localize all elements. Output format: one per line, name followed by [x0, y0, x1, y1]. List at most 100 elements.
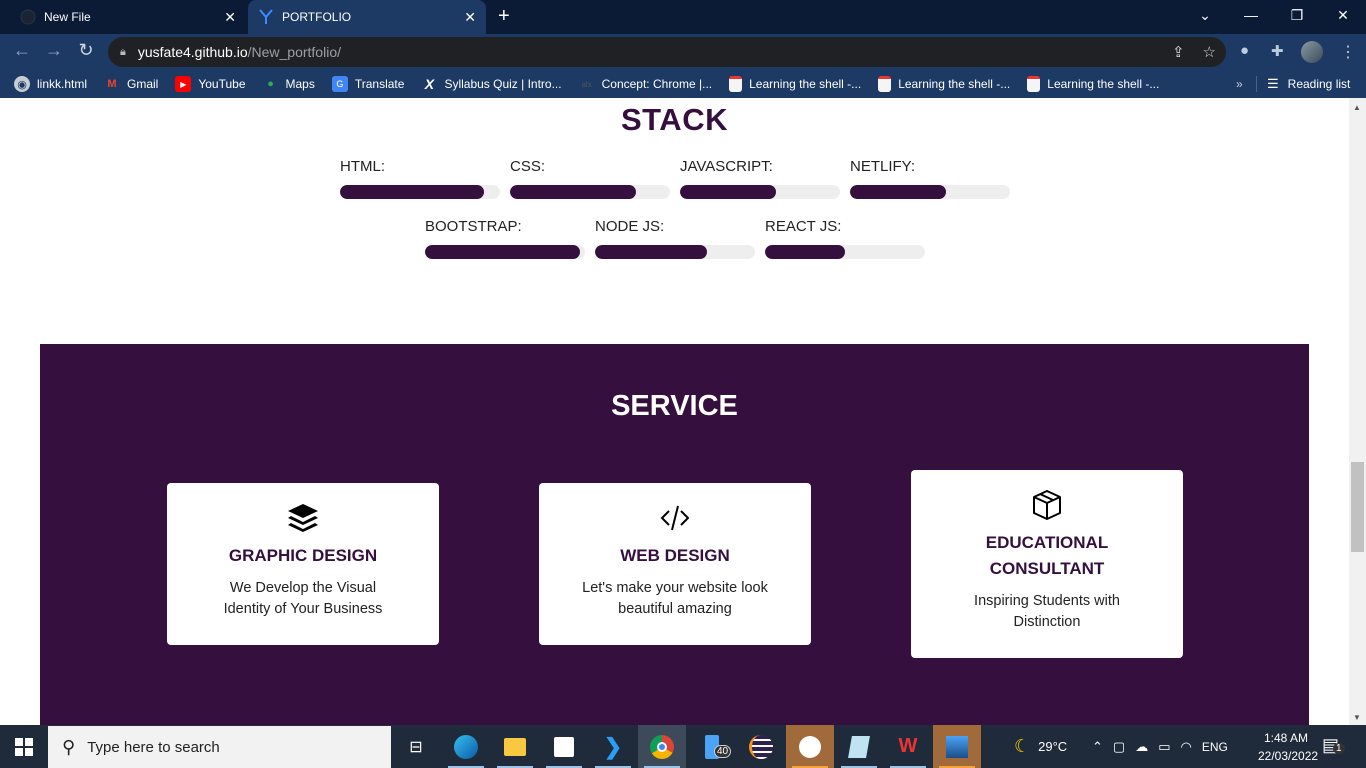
scroll-up-icon[interactable]: ▲ — [1353, 103, 1361, 112]
system-tray: ⌃ ▢ ☁ ▭ ◠ ENG — [1092, 725, 1228, 768]
scrollbar-thumb[interactable] — [1351, 462, 1364, 552]
close-tab-icon[interactable]: ✕ — [464, 9, 476, 25]
photos-icon[interactable] — [933, 725, 981, 768]
close-window-button[interactable]: ✕ — [1337, 6, 1349, 23]
skill-netlify: NETLIFY: — [850, 158, 1010, 199]
tab-title: New File — [44, 10, 91, 24]
language-indicator[interactable]: ENG — [1201, 739, 1228, 754]
minimize-button[interactable]: — — [1244, 7, 1258, 23]
skill-progress-track — [765, 245, 925, 259]
chevron-up-icon[interactable]: ⌃ — [1092, 738, 1103, 754]
eclipse-icon[interactable] — [737, 725, 785, 768]
service-section: SERVICE GRAPHIC DESIGN We Develop the Vi… — [40, 344, 1309, 725]
bookmark-learning-shell-1[interactable]: Learning the shell -... — [729, 76, 861, 92]
bookmarks-overflow-button[interactable]: » — [1236, 77, 1243, 91]
url-path: /New_portfolio/ — [247, 44, 341, 60]
share-icon[interactable]: ⇪ — [1171, 44, 1185, 61]
clock[interactable]: 1:48 AM 22/03/2022 — [1258, 729, 1318, 765]
service-card-web-design[interactable]: WEB DESIGN Let's make your website look … — [539, 483, 811, 645]
taskbar-search-input[interactable]: ⚲ Type here to search — [48, 726, 391, 768]
wps-office-icon[interactable]: W — [884, 725, 932, 768]
time: 1:48 AM — [1263, 731, 1309, 745]
bookmark-youtube[interactable]: ▶YouTube — [175, 76, 246, 92]
file-explorer-icon[interactable] — [491, 725, 539, 768]
skill-progress-fill — [680, 185, 776, 199]
reading-list-icon: ☰ — [1267, 76, 1279, 91]
bookmark-star-icon[interactable]: ☆ — [1202, 44, 1216, 61]
page-viewport: STACK HTML: CSS: JAVASCRIPT: NETLIFY: BO… — [0, 98, 1349, 725]
restore-button[interactable]: ❐ — [1290, 6, 1304, 23]
new-tab-button[interactable]: + — [498, 5, 510, 27]
bookmark-linkk[interactable]: ◉linkk.html — [14, 76, 87, 92]
edge-icon[interactable] — [442, 725, 490, 768]
chrome-icon[interactable] — [638, 725, 686, 768]
browser-toolbar: ← → ↻ 🔒︎ yusfate4.github.io/New_portfoli… — [0, 34, 1366, 70]
tab-title: PORTFOLIO — [282, 10, 352, 24]
card-title: WEB DESIGN — [620, 546, 730, 565]
lock-icon: 🔒︎ — [120, 45, 126, 58]
bookmark-maps[interactable]: ●Maps — [263, 76, 315, 92]
menu-icon[interactable]: ⋮ — [1340, 44, 1356, 61]
globe-icon: ◉ — [14, 76, 30, 92]
skill-bootstrap: BOOTSTRAP: — [425, 218, 585, 259]
skill-css: CSS: — [510, 158, 670, 199]
skill-label: HTML: — [340, 158, 385, 175]
battery-icon[interactable]: ▭ — [1158, 738, 1171, 754]
wifi-icon[interactable]: ◠ — [1180, 738, 1192, 754]
task-view-icon[interactable]: ⊟ — [409, 738, 423, 756]
layers-icon — [286, 501, 320, 535]
skill-progress-track — [510, 185, 670, 199]
close-tab-icon[interactable]: ✕ — [224, 9, 236, 25]
page-scrollbar[interactable]: ▲ ▼ — [1349, 98, 1366, 725]
notification-center-icon[interactable]: ▤1 — [1322, 735, 1345, 756]
microsoft-store-icon[interactable] — [540, 725, 588, 768]
skill-progress-fill — [340, 185, 484, 199]
back-icon[interactable]: ← — [13, 40, 31, 60]
card-title: EDUCATIONAL CONSULTANT — [985, 533, 1109, 578]
skill-progress-track — [850, 185, 1010, 199]
address-bar[interactable]: 🔒︎ yusfate4.github.io/New_portfolio/ ⇪ ☆ — [108, 37, 1226, 67]
gmail-icon: M — [107, 78, 117, 90]
weather-widget[interactable]: ☾ 29°C — [1014, 736, 1068, 756]
card-description: Let's make your website look beautiful a… — [582, 580, 768, 617]
skill-label: NETLIFY: — [850, 158, 916, 175]
box-icon — [1030, 488, 1064, 522]
extension-icon[interactable]: ● — [1240, 42, 1250, 59]
start-button[interactable] — [0, 725, 48, 768]
tab-new-file[interactable]: New File ✕ — [8, 0, 246, 34]
phone-link-icon[interactable]: 40 — [688, 725, 736, 768]
url-domain: yusfate4.github.io — [137, 44, 248, 60]
notification-count: 1 — [1333, 743, 1345, 754]
tab-search-button[interactable]: ⌄ — [1199, 6, 1211, 23]
moon-cloud-icon: ☾ — [1014, 736, 1031, 756]
profile-avatar[interactable] — [1301, 41, 1323, 63]
doc-icon — [729, 76, 743, 92]
onedrive-icon[interactable]: ☁ — [1135, 738, 1149, 754]
forward-icon[interactable]: → — [45, 40, 63, 60]
puzzle-extensions-icon[interactable]: ✚ — [1271, 43, 1284, 60]
service-card-educational-consultant[interactable]: EDUCATIONAL CONSULTANT Inspiring Student… — [911, 470, 1183, 658]
alx-icon: alx — [581, 79, 592, 89]
meet-now-icon[interactable]: ▢ — [1112, 738, 1126, 754]
translate-icon: G — [331, 76, 348, 92]
vscode-icon[interactable]: ❯ — [589, 725, 637, 768]
notepad-icon[interactable] — [835, 725, 883, 768]
skill-label: NODE JS: — [595, 218, 665, 235]
scroll-down-icon[interactable]: ▼ — [1353, 713, 1361, 722]
reload-icon[interactable]: ↻ — [78, 40, 94, 60]
service-card-graphic-design[interactable]: GRAPHIC DESIGN We Develop the Visual Ide… — [167, 483, 439, 645]
bookmark-learning-shell-3[interactable]: Learning the shell -... — [1027, 76, 1159, 92]
bookmark-learning-shell-2[interactable]: Learning the shell -... — [878, 76, 1010, 92]
reading-list-button[interactable]: ☰Reading list — [1267, 76, 1351, 91]
search-icon: ⚲ — [62, 736, 76, 757]
service-heading: SERVICE — [611, 390, 738, 422]
tab-portfolio[interactable]: PORTFOLIO ✕ — [248, 0, 486, 34]
doc-icon — [878, 76, 892, 92]
slack-icon[interactable] — [786, 725, 834, 768]
windows-taskbar: ⚲ Type here to search ⊟ ❯ 40 W ☾ 29°C ⌃ … — [0, 725, 1366, 768]
